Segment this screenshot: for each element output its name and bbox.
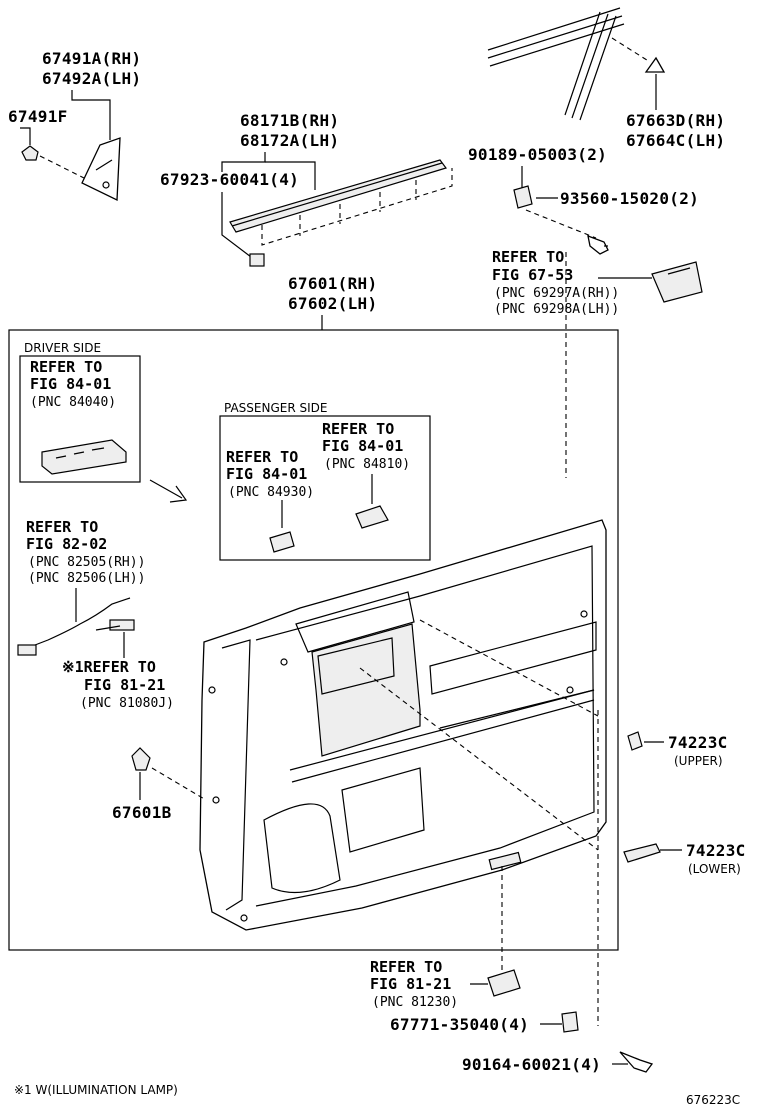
- screw-icon: [587, 234, 609, 255]
- ref-lamp-line2[interactable]: FIG 81-21: [84, 676, 165, 694]
- trim-piece-shape: [81, 137, 121, 202]
- label-67491a[interactable]: 67491A(RH): [42, 49, 141, 68]
- trim-panel-group: 67491A(RH) 67492A(LH) 67491F: [8, 49, 141, 202]
- passenger-switch-b-icon: [269, 531, 295, 553]
- bottom-screw-icon: [619, 1051, 654, 1073]
- ref-handle-line2[interactable]: FIG 67-53: [492, 266, 573, 284]
- panel-frame: [8, 329, 619, 951]
- ref-driver-line3: (PNC 84040): [30, 395, 116, 410]
- label-upper: (UPPER): [674, 754, 723, 768]
- ref-pass-a-line2[interactable]: FIG 84-01: [322, 437, 403, 455]
- weatherstrip-clip-icon: [249, 253, 265, 267]
- ref-wire-line3: (PNC 82505(RH)): [28, 555, 145, 570]
- cover-upper-icon: [627, 731, 643, 751]
- wire-harness-icon: [21, 597, 131, 651]
- passenger-side-section: PASSENGER SIDE REFER TO FIG 84-01 (PNC 8…: [219, 401, 431, 561]
- courtesy-reference: REFER TO FIG 81-21 (PNC 81230): [370, 958, 521, 1010]
- label-90164[interactable]: 90164-60021(4): [462, 1055, 601, 1074]
- label-74223c-upper[interactable]: 74223C: [668, 733, 728, 752]
- wire-reference: REFER TO FIG 82-02 (PNC 82505(RH)) (PNC …: [17, 518, 174, 711]
- cover-clip-icon: [561, 1011, 579, 1033]
- ref-courtesy-line3: (PNC 81230): [372, 995, 458, 1010]
- ref-wire-line2[interactable]: FIG 82-02: [26, 535, 107, 553]
- ref-driver-line2[interactable]: FIG 84-01: [30, 375, 111, 393]
- label-67923[interactable]: 67923-60041(4): [160, 170, 299, 189]
- passenger-side-caption: PASSENGER SIDE: [224, 401, 327, 415]
- ref-wire-line4: (PNC 82506(LH)): [28, 571, 145, 586]
- driver-side-caption: DRIVER SIDE: [24, 341, 101, 355]
- clip-67491f-icon: [21, 145, 39, 161]
- passenger-switch-a-icon: [355, 505, 389, 529]
- ref-courtesy-line1[interactable]: REFER TO: [370, 958, 442, 976]
- label-67664c[interactable]: 67664C(LH): [626, 131, 725, 150]
- ref-lamp-line1[interactable]: ※1REFER TO: [62, 658, 156, 676]
- ref-pass-b-line3: (PNC 84930): [228, 485, 314, 500]
- ref-handle-line1[interactable]: REFER TO: [492, 248, 564, 266]
- label-67663d[interactable]: 67663D(RH): [626, 111, 725, 130]
- ref-courtesy-line2[interactable]: FIG 81-21: [370, 975, 451, 993]
- label-67602[interactable]: 67602(LH): [288, 294, 377, 313]
- label-67492a[interactable]: 67492A(LH): [42, 69, 141, 88]
- ref-lamp-line3: (PNC 81080J): [80, 696, 174, 711]
- label-67491f[interactable]: 67491F: [8, 107, 68, 126]
- door-panel-shape: [199, 519, 607, 931]
- ref-pass-b-line2[interactable]: FIG 84-01: [226, 465, 307, 483]
- label-68172a[interactable]: 68172A(LH): [240, 131, 339, 150]
- label-93560[interactable]: 93560-15020(2): [560, 189, 699, 208]
- figure-id: 676223C: [686, 1093, 740, 1107]
- label-74223c-lower[interactable]: 74223C: [686, 841, 746, 860]
- ref-pass-a-line1[interactable]: REFER TO: [322, 420, 394, 438]
- ref-driver-line1[interactable]: REFER TO: [30, 358, 102, 376]
- panel-clip-icon: [131, 747, 151, 771]
- label-lower: (LOWER): [688, 862, 741, 876]
- door-frame-group: 67663D(RH) 67664C(LH): [487, 7, 725, 150]
- ref-wire-line1[interactable]: REFER TO: [26, 518, 98, 536]
- frame-cover-icon: [644, 56, 666, 73]
- screw-group: 90189-05003(2) 93560-15020(2): [468, 145, 699, 478]
- handle-reference: REFER TO FIG 67-53 (PNC 69297A(RH)) (PNC…: [492, 248, 703, 317]
- cover-lower-group: 74223C (LOWER): [623, 841, 746, 876]
- door-handle-icon: [651, 261, 703, 303]
- label-67601b[interactable]: 67601B: [112, 803, 172, 822]
- screw-clip-icon: [513, 185, 533, 209]
- cover-lower-icon: [623, 843, 661, 863]
- label-67771[interactable]: 67771-35040(4): [390, 1015, 529, 1034]
- weatherstrip-group: 68171B(RH) 68172A(LH) 67923-60041(4): [160, 111, 453, 267]
- ref-pass-a-line3: (PNC 84810): [324, 457, 410, 472]
- arrow-icon: [149, 479, 188, 503]
- master-switch-icon: [41, 439, 127, 475]
- courtesy-lamp-icon: [487, 969, 521, 997]
- driver-side-section: DRIVER SIDE REFER TO FIG 84-01 (PNC 8404…: [19, 341, 141, 483]
- bottom-fasteners: 67771-35040(4) 90164-60021(4): [390, 1011, 654, 1074]
- ref-pass-b-line1[interactable]: REFER TO: [226, 448, 298, 466]
- ref-handle-line4: (PNC 69298A(LH)): [494, 302, 619, 317]
- panel-clip-group: 67601B: [112, 747, 207, 822]
- ref-handle-line3: (PNC 69297A(RH)): [494, 286, 619, 301]
- cover-upper-group: 74223C (UPPER): [627, 731, 728, 768]
- footnote: ※1 W(ILLUMINATION LAMP): [14, 1083, 178, 1097]
- label-67601[interactable]: 67601(RH): [288, 274, 377, 293]
- label-90189[interactable]: 90189-05003(2): [468, 145, 607, 164]
- label-68171b[interactable]: 68171B(RH): [240, 111, 339, 130]
